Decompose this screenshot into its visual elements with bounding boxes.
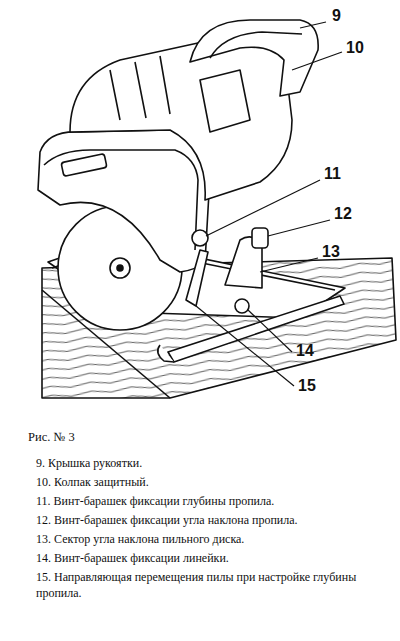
legend-item: 12. Винт-барашек фиксации угла наклона п… (36, 512, 376, 528)
callout-number: 15 (298, 378, 316, 394)
logo-plate (61, 154, 107, 177)
depth-guide (186, 250, 208, 306)
rail-knob (235, 299, 249, 313)
rail-end (158, 345, 174, 362)
figure-caption: Рис. № 3 (28, 430, 75, 445)
motor-housing (70, 35, 292, 200)
legend-item: 11. Винт-барашек фиксации глубины пропил… (36, 493, 376, 509)
callout-number: 13 (322, 244, 340, 260)
blade-bolt (117, 265, 123, 271)
leader-lines (196, 22, 342, 386)
legend-item: 9. Крышка рукоятки. (36, 455, 376, 471)
callout-number: 12 (334, 206, 352, 222)
housing-panel (200, 70, 250, 132)
callout-number: 11 (324, 166, 341, 182)
handle-cover (190, 20, 318, 96)
guard-rib (44, 150, 198, 250)
legend-item: 14. Винт-барашек фиксации линейки. (36, 550, 376, 566)
blade-guard (38, 130, 210, 272)
housing-vents (110, 56, 170, 120)
legend-item: 13. Сектор угла наклона пильного диска. (36, 531, 376, 547)
handle-grip (210, 32, 302, 58)
blade-hub (110, 258, 130, 278)
legend-item: 10. Колпак защитный. (36, 474, 376, 490)
callout-number: 9 (332, 8, 341, 24)
tilt-knob (252, 228, 268, 248)
depth-knob (192, 230, 208, 246)
callout-number: 14 (296, 343, 314, 359)
legend-item: 15. Направляющая перемещения пилы при на… (36, 569, 376, 601)
callout-number: 10 (346, 40, 364, 56)
